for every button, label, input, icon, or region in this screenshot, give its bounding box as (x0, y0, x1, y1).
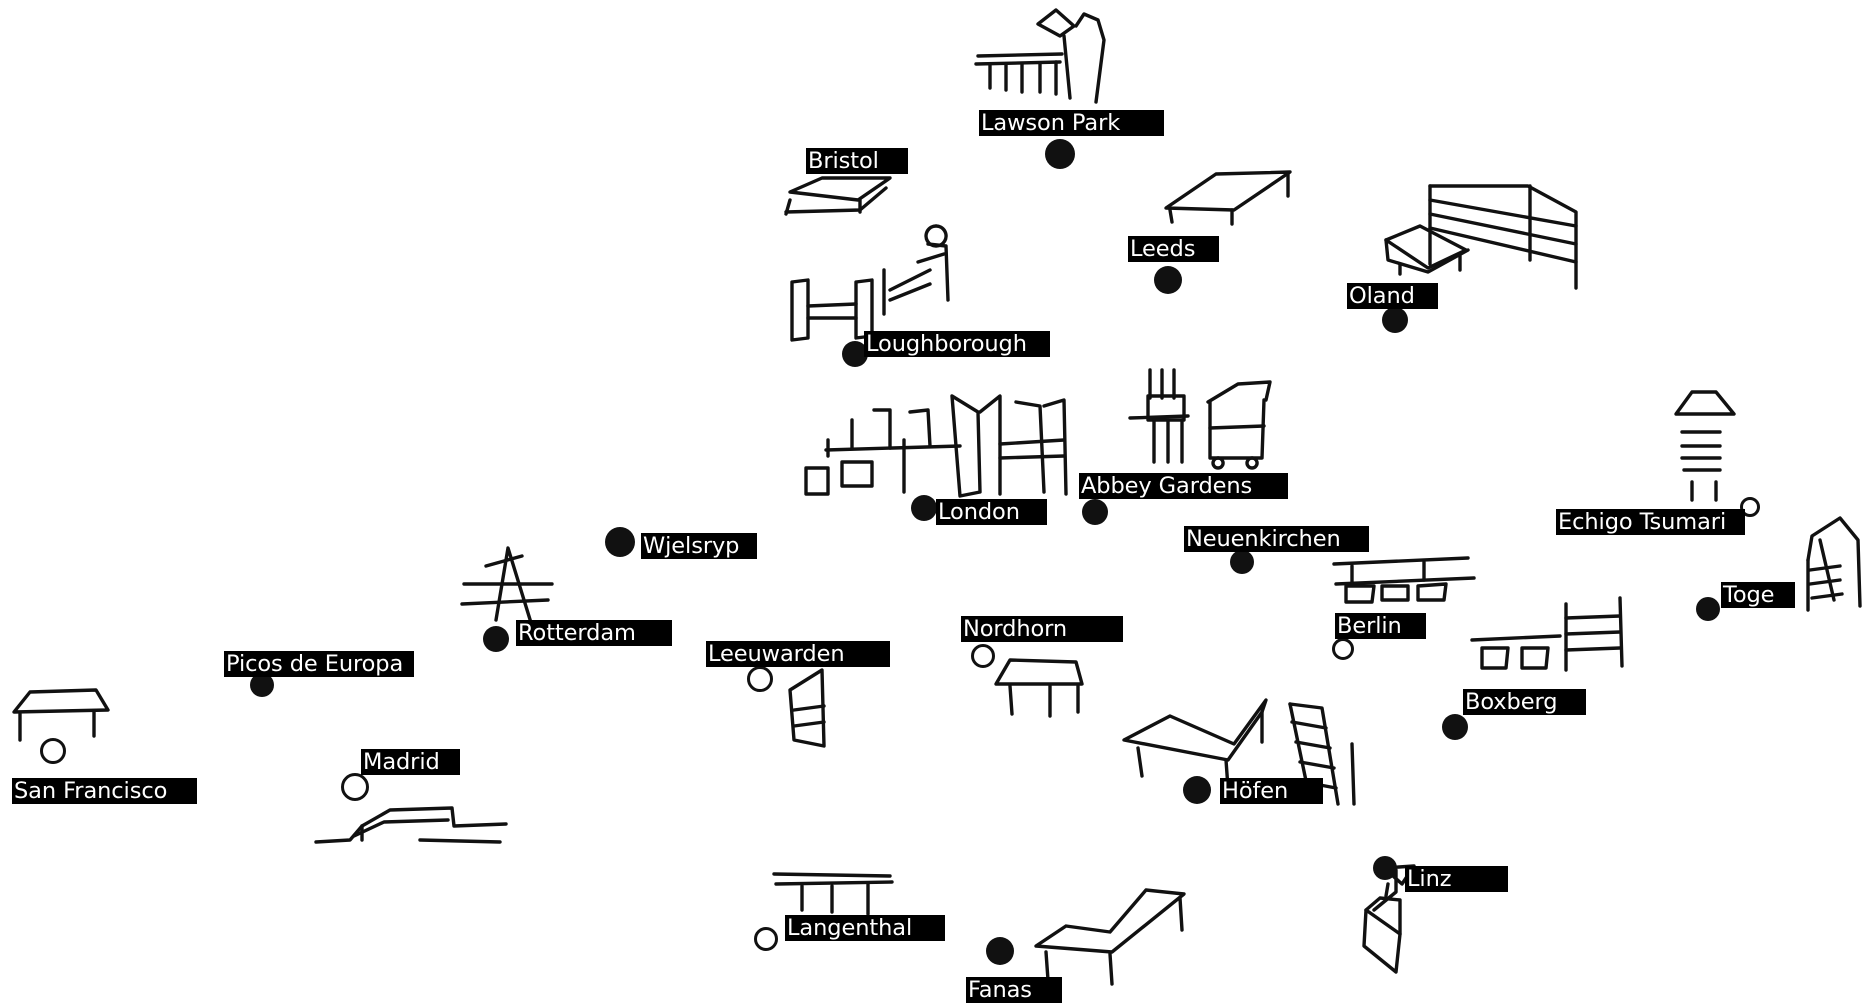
leeuwarden-sketch (790, 670, 824, 746)
fanas-marker-dot (986, 937, 1014, 965)
picos-de-europa-label: Picos de Europa (224, 651, 414, 677)
echigo-tsumari-label: Echigo Tsumari (1556, 509, 1745, 535)
oland-sketch (1386, 186, 1576, 288)
loughborough-sketch (792, 226, 948, 340)
rotterdam-sketch (462, 548, 552, 626)
toge-marker-dot (1696, 597, 1720, 621)
berlin-sketch (1334, 558, 1474, 602)
leeds-sketch (1166, 172, 1290, 224)
linz-marker-dot (1373, 856, 1397, 880)
bristol-label: Bristol (806, 148, 908, 174)
oland-label: Oland (1347, 283, 1438, 309)
rotterdam-label: Rotterdam (516, 620, 672, 646)
madrid-label: Madrid (361, 749, 460, 775)
langenthal-label: Langenthal (785, 915, 945, 941)
langenthal-marker-dot (754, 927, 778, 951)
echigo-tsumari-sketch (1676, 392, 1734, 500)
lawson-park-label: Lawson Park (979, 110, 1164, 136)
abbey-gardens-marker-dot (1082, 499, 1108, 525)
linz-label: Linz (1405, 866, 1508, 892)
london-sketch (806, 396, 1066, 496)
toge-sketch (1808, 518, 1860, 610)
nordhorn-sketch (996, 660, 1082, 716)
neuenkirchen-label: Neuenkirchen (1184, 526, 1369, 552)
hofen-marker-dot (1183, 776, 1211, 804)
abbey-gardens-label: Abbey Gardens (1079, 473, 1288, 499)
hofen-label: Höfen (1220, 778, 1323, 804)
london-label: London (936, 499, 1047, 525)
madrid-sketch (316, 808, 506, 842)
berlin-marker-dot (1332, 638, 1354, 660)
oland-marker-dot (1382, 307, 1408, 333)
langenthal-sketch (774, 874, 892, 914)
boxberg-marker-dot (1442, 714, 1468, 740)
neuenkirchen-marker-dot (1230, 550, 1254, 574)
nordhorn-marker-dot (971, 644, 995, 668)
wjelsryp-marker-dot (605, 527, 635, 557)
nordhorn-label: Nordhorn (961, 616, 1123, 642)
toge-label: Toge (1721, 582, 1795, 608)
fanas-sketch (1036, 890, 1184, 984)
abbey-gardens-sketch (1130, 370, 1270, 468)
lawson-park-sketch (976, 10, 1104, 102)
san-francisco-marker-dot (40, 738, 66, 764)
loughborough-label: Loughborough (864, 331, 1050, 357)
london-marker-dot (911, 495, 937, 521)
leeuwarden-label: Leeuwarden (706, 641, 890, 667)
san-francisco-label: San Francisco (12, 778, 197, 804)
berlin-label: Berlin (1335, 613, 1426, 639)
fanas-label: Fanas (966, 977, 1062, 1003)
leeds-label: Leeds (1128, 236, 1219, 262)
lawson-park-marker-dot (1045, 139, 1075, 169)
madrid-marker-dot (341, 773, 369, 801)
boxberg-label: Boxberg (1463, 689, 1586, 715)
bristol-sketch (786, 178, 890, 214)
leeds-marker-dot (1154, 266, 1182, 294)
rotterdam-marker-dot (483, 626, 509, 652)
wjelsryp-label: Wjelsryp (641, 533, 757, 559)
boxberg-sketch (1472, 598, 1622, 670)
san-francisco-sketch (14, 690, 108, 740)
leeuwarden-marker-dot (747, 666, 773, 692)
